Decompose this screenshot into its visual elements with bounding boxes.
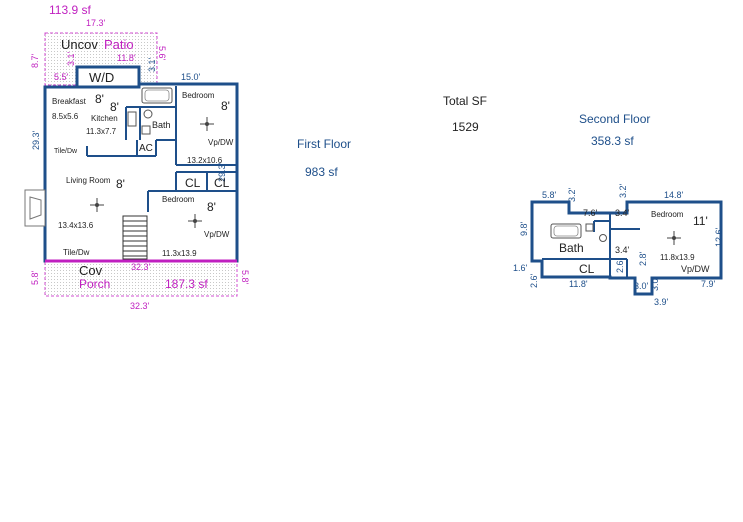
patio-label-patio: Patio bbox=[104, 37, 134, 52]
patio-dim-left: 8.7' bbox=[30, 53, 40, 68]
bedroom1-floor: Vp/DW bbox=[208, 138, 234, 147]
tile-dw-label: Tile/Dw bbox=[54, 148, 78, 155]
sf-dim-step1: 3.2' bbox=[567, 187, 577, 202]
kitchen-sink-icon bbox=[127, 111, 137, 127]
sf-dim-mid-a: 2.6' bbox=[615, 258, 625, 273]
porch-dim-top: 32.3' bbox=[131, 262, 151, 272]
bedroom1-size: 13.2x10.6 bbox=[187, 156, 223, 165]
wd-dim-right: 3.1' bbox=[147, 57, 157, 72]
porch-label-cov: Cov bbox=[79, 263, 103, 278]
sf-bedroom-ceiling: 11' bbox=[693, 214, 708, 228]
sf-dim-inner-c: 3.4' bbox=[615, 245, 630, 255]
breakfast-label: Breakfast bbox=[52, 97, 87, 106]
patio-dim-inner: 11.8' bbox=[117, 53, 136, 63]
bath-label: Bath bbox=[152, 120, 171, 130]
patio-dim-top: 17.3' bbox=[86, 18, 106, 28]
sf-dim-bottom: 11.8' bbox=[569, 279, 588, 289]
breakfast-size: 8.5x5.6 bbox=[52, 112, 79, 121]
second-floor-sf: 358.3 sf bbox=[591, 134, 634, 148]
first-floor-label: First Floor bbox=[297, 137, 351, 151]
sf-dim-bump: 3.9' bbox=[654, 297, 669, 307]
sf-dim-bottom-left-b: 2.6' bbox=[529, 273, 539, 288]
bedroom2-floor: Vp/DW bbox=[204, 230, 230, 239]
total-sf-value: 1529 bbox=[452, 120, 479, 134]
sink-icon bbox=[585, 223, 594, 232]
bedroom1-label: Bedroom bbox=[182, 91, 215, 100]
second-floor-interior-walls bbox=[542, 213, 640, 278]
sf-bedroom-floor: Vp/DW bbox=[681, 264, 710, 274]
patio-dim-step: 3.1' bbox=[66, 51, 76, 66]
interior-walls bbox=[86, 86, 237, 212]
patio-label-uncov: Uncov bbox=[61, 37, 98, 52]
sf-closet-label: CL bbox=[579, 262, 595, 276]
bathtub-icon bbox=[550, 223, 582, 239]
ceiling-fan-icon bbox=[200, 117, 214, 131]
first-floor-right-dim: 29.3' bbox=[217, 162, 227, 182]
first-floor-top-dim: 15.0' bbox=[181, 72, 201, 82]
sf-dim-inner-a: 7.6' bbox=[583, 208, 598, 218]
porch-label-porch: Porch bbox=[79, 277, 110, 291]
living-room-size: 13.4x13.6 bbox=[58, 221, 94, 230]
ceiling-fan-icon bbox=[188, 214, 202, 228]
sf-bedroom-label: Bedroom bbox=[651, 210, 684, 219]
closet2-label: CL bbox=[214, 176, 230, 190]
bathtub-icon bbox=[141, 87, 173, 104]
living-room-label: Living Room bbox=[66, 176, 111, 185]
kitchen-label: Kitchen bbox=[91, 114, 118, 123]
first-floor-left-dim: 29.3' bbox=[31, 130, 41, 150]
sf-bedroom-size: 11.8x13.9 bbox=[660, 253, 695, 262]
toilet-icon bbox=[143, 109, 153, 119]
sf-dim-inner-b: 3.4' bbox=[615, 208, 630, 218]
kitchen-ceiling: 8' bbox=[110, 100, 119, 114]
porch-area: 187.3 sf bbox=[165, 277, 208, 291]
sf-dim-top-left: 5.8' bbox=[542, 190, 557, 200]
sf-dim-left: 9.8' bbox=[519, 221, 529, 236]
closet1-label: CL bbox=[185, 176, 201, 190]
patio-dim-right: 5.6' bbox=[157, 46, 167, 61]
bedroom1-ceiling: 8' bbox=[221, 99, 230, 113]
ceiling-fan-icon bbox=[90, 198, 104, 212]
sf-dim-bottom-left-a: 1.6' bbox=[513, 263, 528, 273]
sf-dim-bottom-right: 7.9' bbox=[701, 279, 716, 289]
bedroom2-ceiling: 8' bbox=[207, 200, 216, 214]
second-floor-label: Second Floor bbox=[579, 112, 650, 126]
living-room-ceiling: 8' bbox=[116, 177, 125, 191]
wd-label: W/D bbox=[89, 70, 114, 85]
sf-dim-mid-d: 3.0' bbox=[650, 276, 660, 291]
tile-dw-label: Tile/Dw bbox=[63, 248, 90, 257]
sf-dim-step2: 3.2' bbox=[618, 183, 628, 198]
ac-label: AC bbox=[139, 143, 153, 154]
patio-area: 113.9 sf bbox=[49, 3, 91, 17]
porch-dim-left: 5.8' bbox=[30, 270, 40, 285]
bedroom2-label: Bedroom bbox=[162, 195, 195, 204]
ceiling-fan-icon bbox=[667, 231, 681, 245]
toilet-icon bbox=[599, 234, 607, 242]
kitchen-size: 11.3x7.7 bbox=[86, 127, 117, 136]
porch-dim-right: 5.8' bbox=[240, 270, 250, 285]
sf-dim-mid-b: 2.8' bbox=[638, 251, 648, 266]
porch-dim-bottom: 32.3' bbox=[130, 301, 150, 311]
covered-porch bbox=[44, 260, 238, 297]
stairs bbox=[122, 215, 148, 260]
sf-dim-mid-c: 3.0' bbox=[634, 281, 649, 291]
sink-icon bbox=[141, 125, 151, 135]
fireplace bbox=[24, 189, 46, 227]
sf-dim-top-right: 14.8' bbox=[664, 190, 684, 200]
sf-bath-label: Bath bbox=[559, 241, 584, 255]
first-floor-sf: 983 sf bbox=[305, 165, 338, 179]
breakfast-ceiling: 8' bbox=[95, 92, 104, 106]
total-sf-label: Total SF bbox=[443, 94, 487, 108]
patio-dim-bottom-left: 5.5' bbox=[54, 72, 69, 82]
bedroom2-size: 11.3x13.9 bbox=[162, 249, 197, 258]
sf-dim-right: 12.6' bbox=[714, 227, 724, 247]
